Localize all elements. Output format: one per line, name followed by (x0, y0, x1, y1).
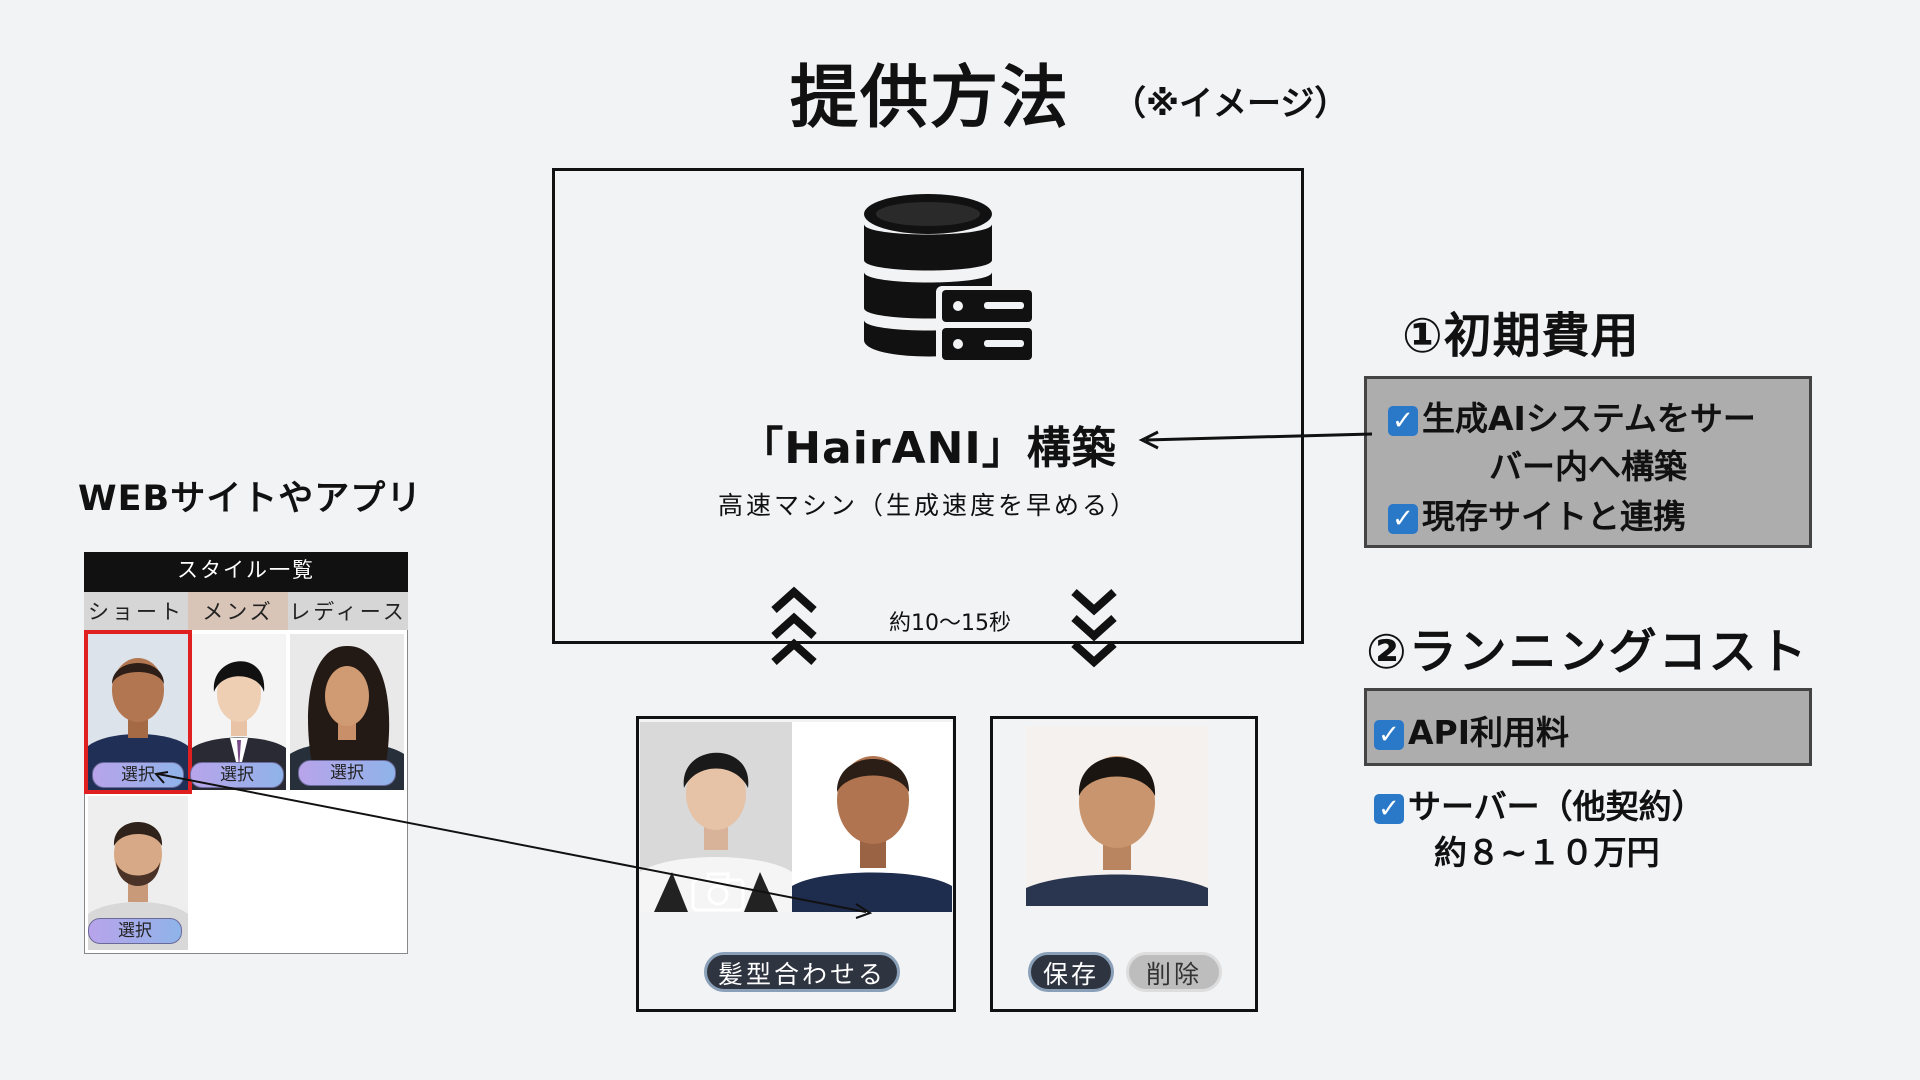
chevron-up-icon (771, 586, 817, 665)
select-button[interactable]: 選択 (190, 762, 284, 788)
apply-hairstyle-button[interactable]: 髪型合わせる (704, 952, 900, 992)
checkbox-checked-icon: ✓ (1388, 503, 1418, 534)
selected-style-frame (84, 630, 192, 794)
page-title: 提供方法 (790, 59, 1071, 138)
tab-mens[interactable]: メンズ (188, 592, 288, 630)
select-button[interactable]: 選択 (92, 762, 184, 788)
center-subtitle: 高速マシン（生成速度を早める） (717, 491, 1138, 520)
style-tabs: ショート メンズ レディース (84, 592, 408, 630)
web-app-label: WEBサイトやアプリ (78, 479, 423, 519)
initial-cost-item-text: 生成AIシステムをサー (1422, 399, 1756, 438)
initial-cost-item: ✓現存サイトと連携 (1388, 490, 1686, 538)
initial-cost-item-text: 現存サイトと連携 (1422, 497, 1686, 536)
running-cost-price: 約８~１０万円 (1434, 833, 1660, 872)
center-title: 「HairANI」構築 (739, 423, 1117, 474)
running-cost-item: ✓API利用料 (1374, 706, 1569, 754)
running-cost-item: ✓サーバー（他契約） (1374, 780, 1705, 828)
running-cost-item-text: サーバー（他契約） (1408, 787, 1705, 826)
delete-button[interactable]: 削除 (1126, 952, 1222, 992)
checkbox-checked-icon: ✓ (1374, 793, 1404, 824)
running-cost-item-text: API利用料 (1408, 713, 1570, 752)
style-list-header: スタイル一覧 (84, 552, 408, 592)
initial-cost-title: ①初期費用 (1402, 308, 1640, 364)
camera-icon[interactable] (690, 872, 746, 912)
hairani-system-box (552, 168, 1304, 644)
running-cost-box (1364, 688, 1812, 766)
initial-cost-item-continuation: バー内へ構築 (1489, 447, 1687, 486)
tab-short[interactable]: ショート (84, 592, 188, 630)
checkbox-checked-icon: ✓ (1388, 405, 1418, 436)
checkbox-checked-icon: ✓ (1374, 719, 1404, 750)
generated-result-photo (1026, 726, 1208, 906)
select-button[interactable]: 選択 (88, 918, 182, 944)
initial-cost-box (1364, 376, 1812, 548)
save-button[interactable]: 保存 (1028, 952, 1114, 992)
title-note: （※イメージ） (1112, 84, 1349, 124)
tab-ladies[interactable]: レディース (288, 592, 408, 630)
running-cost-title: ②ランニングコスト (1366, 624, 1809, 680)
database-server-icon (864, 194, 1034, 364)
processing-time-label: 約10〜15秒 (889, 611, 1011, 636)
target-style-photo (792, 722, 952, 912)
select-button[interactable]: 選択 (298, 760, 396, 786)
initial-cost-item: ✓生成AIシステムをサー (1388, 392, 1756, 440)
chevron-down-icon (1071, 589, 1117, 668)
